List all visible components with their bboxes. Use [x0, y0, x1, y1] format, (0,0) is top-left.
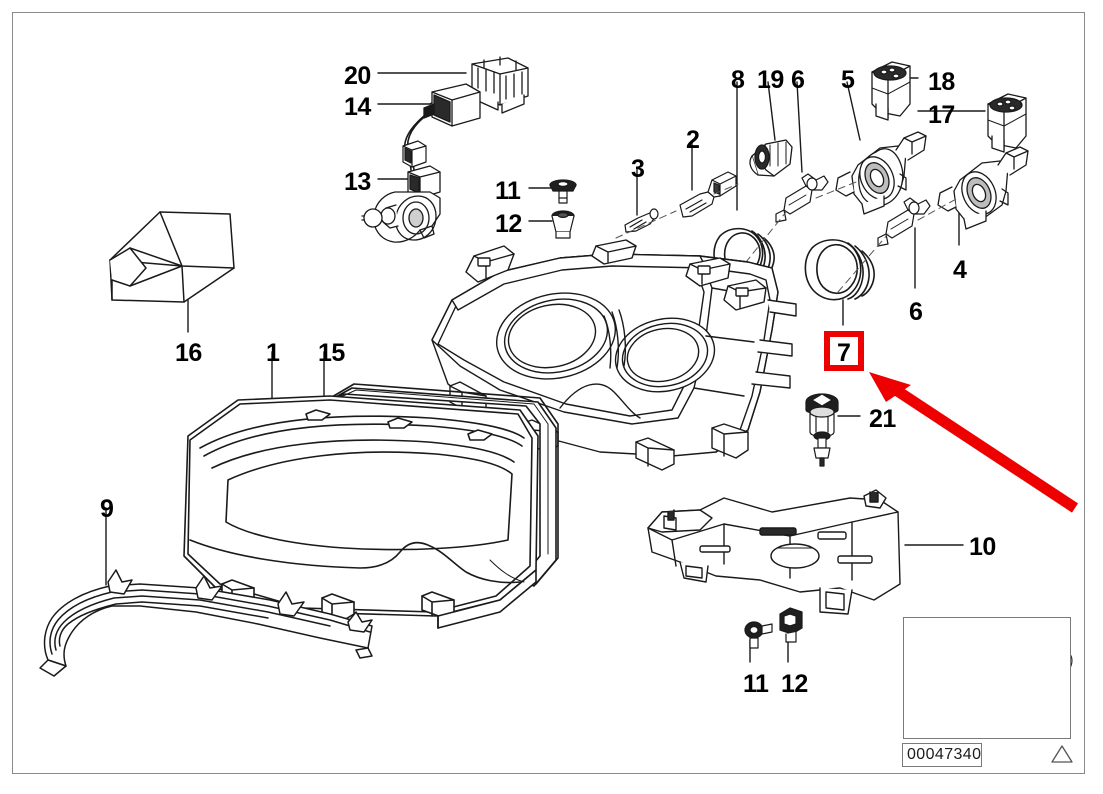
part-20-connector [471, 56, 529, 114]
callout-21: 21 [869, 405, 896, 433]
callout-20: 20 [344, 62, 371, 90]
part-6-bulb-left [775, 173, 829, 223]
part-12-grommet-lower [779, 607, 803, 643]
part-4-socket-assembly [937, 146, 1029, 230]
callout-18: 18 [928, 68, 955, 96]
part-7-sealing-boot [804, 239, 875, 301]
callout-10: 10 [969, 533, 996, 561]
callout-15: 15 [318, 339, 345, 367]
callout-11-upper: 11 [495, 177, 521, 205]
part-11-rivet-lower [744, 621, 773, 649]
leader-lines [105, 72, 986, 663]
part-17-connector [987, 93, 1027, 153]
callout-7: 7 [837, 339, 851, 367]
callout-19: 19 [757, 66, 784, 94]
part-18-connector [871, 61, 911, 121]
callout-16: 16 [175, 339, 202, 367]
callout-6-right: 6 [909, 298, 923, 326]
callout-4: 4 [953, 256, 967, 284]
callout-3: 3 [631, 155, 645, 183]
callout-12-upper: 12 [495, 210, 522, 238]
part-14-plug [423, 83, 481, 127]
legend-frame [903, 617, 1071, 739]
callout-8: 8 [731, 66, 745, 94]
callout-5: 5 [841, 66, 855, 94]
callout-14: 14 [344, 93, 371, 121]
highlight-box-part-7 [824, 331, 864, 371]
callout-12-lower: 12 [781, 670, 808, 698]
part-12-grommet-upper [551, 210, 575, 239]
part-16-carton [109, 211, 235, 303]
part-3-bulb [624, 208, 659, 233]
part-11-rivet-upper [549, 179, 577, 204]
callout-13: 13 [344, 168, 371, 196]
part-10-mounting-bracket [647, 489, 901, 615]
part-14-wire-terminal [402, 140, 427, 168]
callout-9: 9 [100, 495, 114, 523]
part-21-adjusting-screw [805, 393, 839, 467]
part-5-socket-assembly [835, 131, 927, 215]
callout-17: 17 [928, 101, 955, 129]
part-6-bulb-right [877, 197, 931, 247]
part-1-lens-cover [183, 395, 539, 629]
part-19-clip [749, 139, 793, 177]
callout-6-left: 6 [791, 66, 805, 94]
part-9-trim-strip [39, 569, 373, 677]
callout-1: 1 [266, 339, 280, 367]
triangle-icon [1051, 745, 1073, 763]
part-2-socket [679, 171, 737, 218]
part-13-motor [361, 165, 441, 243]
callout-2: 2 [686, 126, 700, 154]
part-number-box: 00047340 [902, 743, 982, 767]
callout-11-lower: 11 [743, 670, 769, 698]
